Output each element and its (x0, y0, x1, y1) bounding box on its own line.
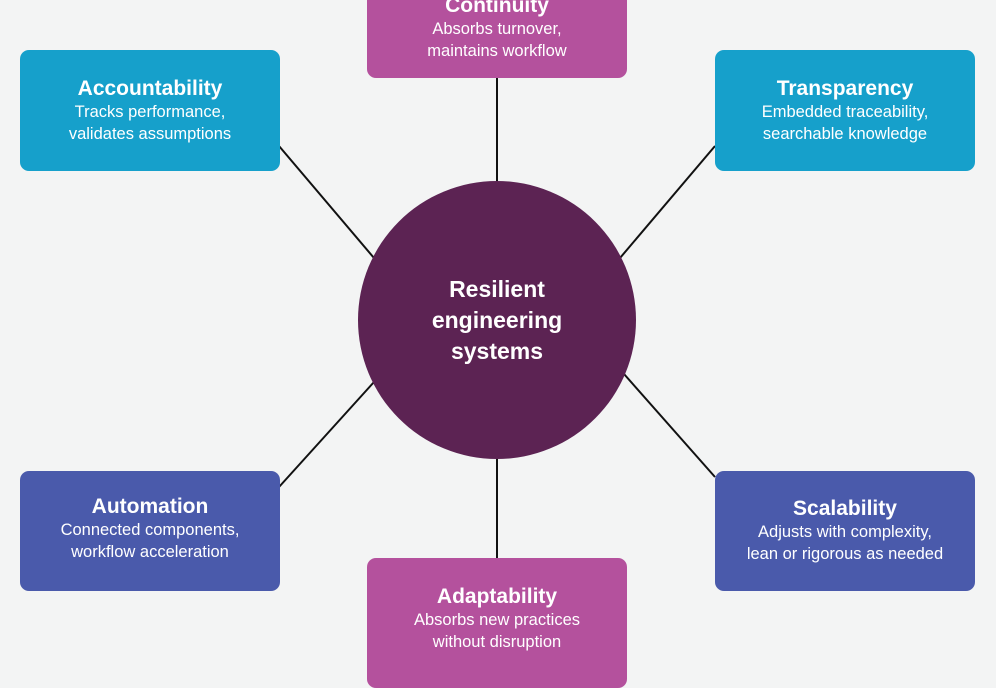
node-desc-line2: searchable knowledge (762, 124, 928, 143)
connector-accountability (278, 145, 375, 259)
node-desc-line2: validates assumptions (68, 124, 232, 143)
node-continuity: Continuity Absorbs turnover, maintains w… (367, 0, 627, 78)
node-scalability: Scalability Adjusts with complexity, lea… (715, 471, 975, 591)
node-desc-line2: workflow acceleration (71, 543, 229, 561)
node-desc-line1: Absorbs turnover, (432, 20, 562, 38)
node-automation: Automation Connected components, workflo… (20, 471, 280, 591)
node-title: Continuity (445, 0, 549, 17)
connector-transparency (619, 145, 716, 259)
node-title: Accountability (77, 76, 223, 100)
node-title: Adaptability (436, 585, 558, 608)
node-transparency: Transparency Embedded traceability, sear… (715, 50, 975, 171)
node-desc-line2: lean or rigorous as needed (746, 545, 944, 563)
node-desc-line2: without disruption (432, 633, 562, 651)
node-desc-line2: maintains workflow (427, 42, 567, 60)
node-desc-line1: Embedded traceability, (761, 102, 929, 121)
hub-circle: Resilient engineering systems (358, 181, 636, 459)
connector-scalability (623, 373, 716, 478)
node-desc-line1: Absorbs new practices (414, 611, 580, 629)
node-adaptability: Adaptability Absorbs new practices witho… (367, 558, 627, 688)
node-title: Automation (91, 495, 209, 518)
node-title: Scalability (793, 497, 897, 520)
node-accountability: Accountability Tracks performance, valid… (20, 50, 280, 171)
node-title: Transparency (776, 76, 914, 100)
hub-label: Resilient engineering systems (431, 275, 563, 364)
node-desc-line1: Connected components, (60, 521, 240, 539)
connector-automation (278, 381, 375, 488)
node-desc-line1: Adjusts with complexity, (758, 523, 932, 541)
node-desc-line1: Tracks performance, (74, 102, 226, 121)
